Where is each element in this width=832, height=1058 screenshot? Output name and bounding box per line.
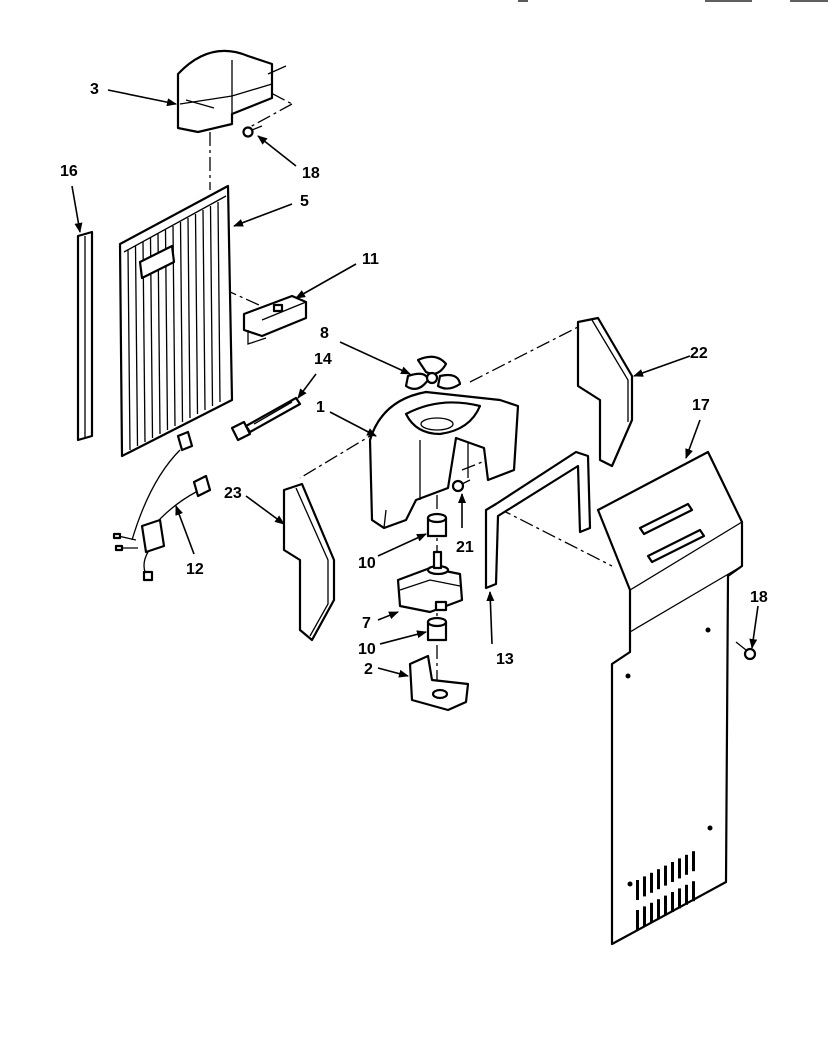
callout-arrows xyxy=(71,89,759,678)
vent-slot xyxy=(671,892,674,912)
callout-5: 5 xyxy=(300,193,309,210)
grille-rib xyxy=(179,221,184,423)
callout-16: 16 xyxy=(60,163,78,180)
grille-rib xyxy=(202,209,206,411)
part-7-fan-motor[interactable] xyxy=(396,550,464,614)
grille-rib xyxy=(217,201,221,403)
part-23-side-panel[interactable] xyxy=(282,482,336,642)
vent-slot xyxy=(650,872,653,893)
part-11-bracket[interactable] xyxy=(242,294,308,345)
vent-slot xyxy=(678,888,681,909)
part-14-heater[interactable] xyxy=(230,396,302,442)
callout-3: 3 xyxy=(90,81,99,98)
vent-slot xyxy=(692,851,695,872)
part-18-screw-top[interactable] xyxy=(242,125,263,138)
part-13-u-channel[interactable] xyxy=(484,450,592,590)
vent-slot xyxy=(692,881,695,902)
callout-labels: 3 18 16 5 11 8 14 1 22 17 23 12 21 10 13… xyxy=(60,81,768,678)
vent-slot xyxy=(636,910,639,930)
vent-slot xyxy=(685,884,688,905)
grille-rib xyxy=(127,249,131,451)
part-8-fan-blade[interactable] xyxy=(404,355,462,391)
callout-22: 22 xyxy=(690,345,708,362)
vent-slot xyxy=(685,854,688,875)
part-21-screw[interactable] xyxy=(451,479,471,493)
callout-1: 1 xyxy=(316,399,325,416)
vent-slot xyxy=(657,899,660,920)
grille-rib xyxy=(187,217,191,419)
grille-rib xyxy=(134,245,139,447)
vent-slot xyxy=(678,858,681,879)
part-17-rear-panel[interactable] xyxy=(596,450,744,946)
vent-slot xyxy=(657,869,660,890)
callout-17: 17 xyxy=(692,397,710,414)
callout-14: 14 xyxy=(314,351,332,368)
part-22-side-panel[interactable] xyxy=(576,316,634,468)
vent-slot xyxy=(636,880,639,900)
callout-10-lower: 10 xyxy=(358,641,376,658)
callout-2: 2 xyxy=(364,661,373,678)
part-2-motor-bracket[interactable] xyxy=(408,654,470,712)
vent-slot xyxy=(664,895,667,916)
vent-slot xyxy=(664,865,667,886)
callout-7: 7 xyxy=(362,615,371,632)
callout-18-right: 18 xyxy=(750,589,768,606)
grille-rib xyxy=(194,213,199,415)
grille-rib xyxy=(209,205,214,407)
vent-slot xyxy=(643,906,646,927)
part-10-grommet-lower[interactable] xyxy=(426,616,448,642)
callout-13: 13 xyxy=(496,651,514,668)
callout-21: 21 xyxy=(456,539,474,556)
part-3-upper-duct[interactable] xyxy=(176,49,287,134)
part-10-grommet-upper[interactable] xyxy=(426,512,448,538)
part-1-fan-shroud[interactable] xyxy=(368,390,520,530)
vent-slot xyxy=(671,862,674,882)
callout-18-top: 18 xyxy=(302,165,320,182)
vent-slot xyxy=(643,876,646,897)
vent-slot xyxy=(650,902,653,923)
part-16-gasket-strip[interactable] xyxy=(76,230,94,442)
callout-10-upper: 10 xyxy=(358,555,376,572)
callout-12: 12 xyxy=(186,561,204,578)
part-5-evaporator-cover[interactable] xyxy=(118,184,234,458)
callout-11: 11 xyxy=(362,251,379,268)
callout-23: 23 xyxy=(224,485,242,502)
callout-8: 8 xyxy=(320,325,329,342)
part-12-wire-harness[interactable] xyxy=(112,430,212,582)
part-18-screw-right[interactable] xyxy=(735,641,757,661)
